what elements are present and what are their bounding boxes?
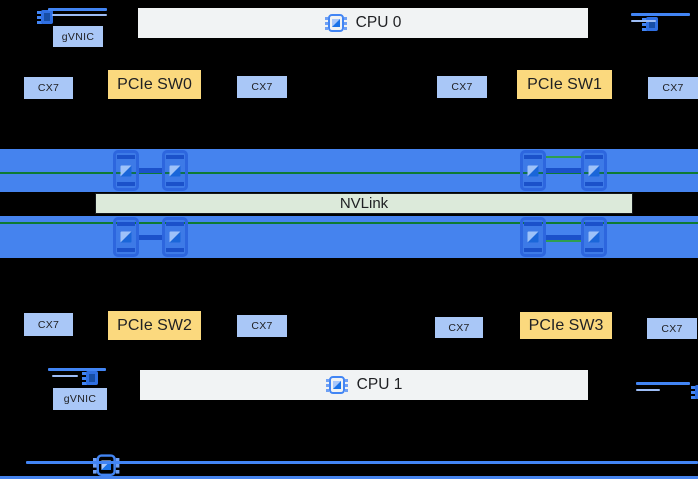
- cpu0-box: CPU 0: [138, 8, 588, 38]
- network-link-line-light: [52, 375, 78, 377]
- network-link-line-light: [631, 20, 656, 22]
- cx7-box: CX7: [437, 76, 487, 98]
- cpu1-label: CPU 1: [356, 376, 403, 393]
- pcie-sw0-box: PCIe SW0: [108, 70, 201, 99]
- gpu-chip-icon: [581, 217, 607, 257]
- network-link-line: [636, 382, 690, 385]
- gpu-chip-icon: [520, 217, 546, 257]
- network-link-line: [48, 8, 107, 11]
- nvlink-rail-segment: [545, 156, 582, 158]
- network-link-line: [48, 368, 106, 371]
- cpu1-box: CPU 1: [140, 370, 588, 400]
- network-card-icon: [691, 385, 698, 401]
- gpu-pair-link: [545, 235, 582, 240]
- network-link-line-light: [52, 14, 107, 16]
- gpu-chip-icon: [581, 150, 607, 191]
- nvlink-bar: NVLink: [95, 193, 633, 214]
- network-link-line: [631, 13, 690, 16]
- gpu-chip-icon: [113, 150, 139, 191]
- pcie-sw2-box: PCIe SW2: [108, 311, 201, 340]
- gpu-pair-link: [545, 168, 582, 173]
- gvnic-box-top: gVNIC: [53, 26, 103, 47]
- gpu-pair-link: [138, 235, 164, 240]
- gpu-chip-icon: [162, 150, 188, 191]
- nvlink-rail-segment: [545, 240, 582, 242]
- footer-bus-line: [26, 461, 698, 464]
- network-card-icon: [37, 10, 55, 26]
- gpu-chip-icon: [520, 150, 546, 191]
- gpu-pair-link: [138, 168, 164, 173]
- gpu-chip-icon: [162, 217, 188, 257]
- cx7-box: CX7: [648, 77, 698, 99]
- nvlink-rail-line: [0, 172, 698, 174]
- network-link-line-light: [636, 389, 660, 391]
- cx7-box: CX7: [24, 313, 73, 336]
- gvnic-box-bottom: gVNIC: [53, 388, 107, 410]
- chip-icon: [92, 452, 120, 478]
- gpu-chip-icon: [113, 217, 139, 257]
- cx7-box: CX7: [24, 77, 73, 99]
- cutoff-bar-edge: [0, 476, 698, 479]
- cx7-box: CX7: [647, 318, 697, 339]
- cpu0-label: CPU 0: [355, 14, 402, 31]
- cpu-chip-icon: [324, 12, 347, 34]
- network-card-icon: [81, 371, 100, 387]
- cpu-chip-icon: [325, 374, 348, 396]
- pcie-sw3-box: PCIe SW3: [520, 312, 612, 339]
- cx7-box: CX7: [237, 315, 287, 337]
- nvlink-rail-line: [0, 222, 698, 224]
- cx7-box: CX7: [237, 76, 287, 98]
- nic-pins-icon: [37, 11, 42, 14]
- pcie-sw1-box: PCIe SW1: [517, 70, 612, 99]
- cx7-box: CX7: [435, 317, 483, 338]
